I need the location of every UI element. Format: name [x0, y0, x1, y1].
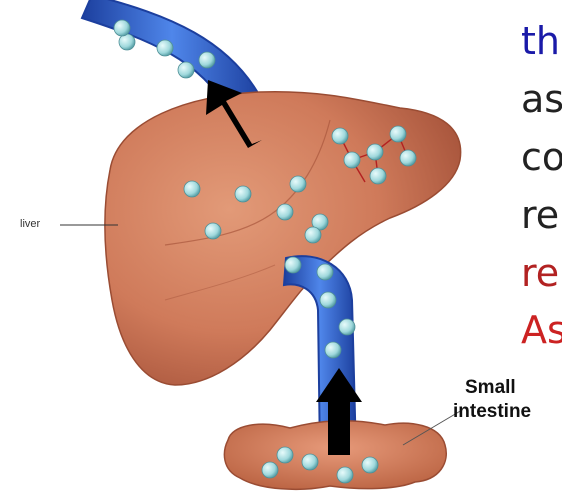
particle	[317, 264, 333, 280]
side-text-line-1: th	[521, 22, 562, 60]
particle	[277, 204, 293, 220]
particle	[400, 150, 416, 166]
side-text-line-2: as	[521, 80, 562, 118]
particle	[199, 52, 215, 68]
particle	[178, 62, 194, 78]
particle	[302, 454, 318, 470]
particle	[320, 292, 336, 308]
particle	[235, 186, 251, 202]
particle	[119, 34, 135, 50]
particle	[344, 152, 360, 168]
particle	[285, 257, 301, 273]
particle	[362, 457, 378, 473]
particle	[114, 20, 130, 36]
side-text-line-3: co	[521, 138, 562, 176]
side-text-line-5: re	[521, 254, 562, 292]
particle	[157, 40, 173, 56]
small-intestine-label: Small intestine	[465, 376, 531, 424]
side-text-line-6: As	[521, 311, 562, 349]
side-text-line-4: re	[521, 196, 562, 234]
particle	[277, 447, 293, 463]
liver-shape	[105, 92, 461, 385]
particle	[325, 342, 341, 358]
particle	[337, 467, 353, 483]
small-intestine-label-line2: intestine	[453, 400, 531, 424]
particle	[367, 144, 383, 160]
small-intestine-label-line1: Small	[465, 376, 531, 400]
particle	[332, 128, 348, 144]
particle	[339, 319, 355, 335]
particle	[305, 227, 321, 243]
particle	[184, 181, 200, 197]
particle	[370, 168, 386, 184]
particle	[390, 126, 406, 142]
liver-label: liver	[20, 218, 40, 230]
particle	[290, 176, 306, 192]
particle	[205, 223, 221, 239]
particle	[262, 462, 278, 478]
